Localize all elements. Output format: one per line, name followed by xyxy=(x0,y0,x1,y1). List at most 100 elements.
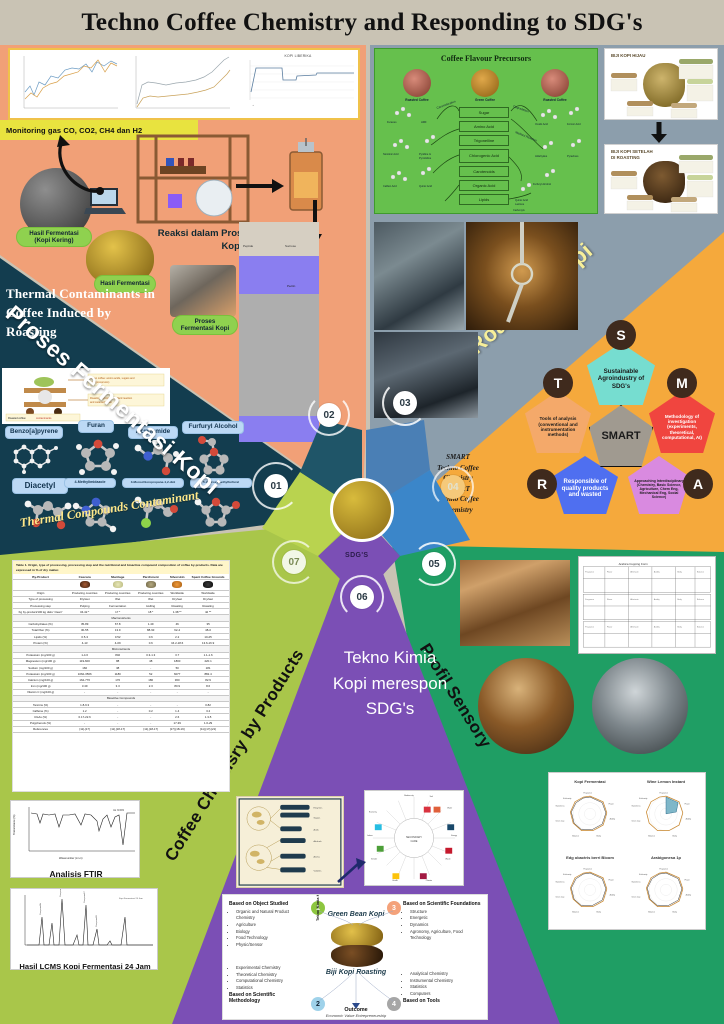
quadrant-4-items: Analytical ChemistryInstrumental Chemist… xyxy=(403,971,485,998)
table-cell: Roasting xyxy=(167,602,188,610)
sample-spent-grounds xyxy=(187,579,229,591)
gas-chart-3: KOPI LIBERIKA 1 xyxy=(236,52,358,118)
svg-text:Uniformity: Uniformity xyxy=(639,797,647,800)
svg-text:Aftertaste: Aftertaste xyxy=(630,598,638,601)
lcms-card: Compound A Compound B Compound C Compoun… xyxy=(10,888,158,970)
compound-chip-benzoapyrene-label: Benzo[a]pyrene xyxy=(10,428,58,436)
compound-chip-furfuryl-alcohol: Furfuryl Alcohol xyxy=(182,421,244,434)
table-cell: 3.7 xyxy=(167,652,188,659)
table-cell: 840 xyxy=(101,652,135,659)
table-cell: [11]-[17] xyxy=(68,726,102,733)
badge-04[interactable]: 04 xyxy=(441,475,465,499)
badge-02[interactable]: 02 xyxy=(317,403,341,427)
svg-text:Fragrance: Fragrance xyxy=(583,868,591,870)
gas-chart-1-plot xyxy=(23,56,118,109)
table-row-label: Magnesium (mg/100 g) xyxy=(13,658,69,665)
svg-text:Quinic Acid: Quinic Acid xyxy=(419,184,433,188)
svg-text:Compound D: Compound D xyxy=(96,915,98,927)
table-row-label: Lipids (%) xyxy=(13,633,69,641)
svg-text:Enzymes: Enzymes xyxy=(313,808,322,810)
molecule-furan xyxy=(76,439,119,475)
pill-fermentation-process: Proses Fermentasi Kopi xyxy=(172,315,238,335)
table-row-label: Tannins (%) xyxy=(13,701,69,709)
table-cell: 6077 xyxy=(167,670,188,678)
badge-05[interactable]: 05 xyxy=(422,552,446,576)
table-cell: 62-4 xyxy=(167,627,188,634)
badge-06[interactable]: 06 xyxy=(350,585,374,609)
svg-text:Nicotinic Acid: Nicotinic Acid xyxy=(383,152,399,156)
ftir-chart: Transmitance (%) Wavenumber (cm-1) AE NO… xyxy=(11,801,139,863)
svg-text:Flavor: Flavor xyxy=(607,627,613,629)
table-cell: - xyxy=(134,720,168,727)
svg-text:Furanes: Furanes xyxy=(387,120,397,124)
quadrant-3: Based on Scientific Foundations Structur… xyxy=(403,901,485,942)
svg-text:Flavor: Flavor xyxy=(607,572,613,574)
pathway-box-sugar: Sugar xyxy=(459,107,509,118)
svg-text:Economy: Economy xyxy=(369,812,377,814)
svg-text:Balance: Balance xyxy=(648,835,655,837)
table-row-label: Sodium (mg/100 g) xyxy=(13,664,69,672)
svg-text:Kopi Fermentasi 24 Jam: Kopi Fermentasi 24 Jam xyxy=(119,897,143,900)
table-cell: 67.8 xyxy=(101,621,135,628)
table-cell: 4-09 xyxy=(101,639,135,647)
sample-silverskin xyxy=(167,579,188,591)
fermentation-charts-panel: KOPI LIBERIKA 1 xyxy=(8,48,360,120)
arc-06 xyxy=(340,575,384,619)
badge-01-label: 01 xyxy=(270,480,282,492)
badge-03[interactable]: 03 xyxy=(393,391,417,415)
center-headline-line-3: SDG's xyxy=(365,699,415,718)
pathway-label-0: Peptide xyxy=(243,244,254,248)
svg-text:Body: Body xyxy=(677,627,681,629)
table-cell: Wet xyxy=(101,596,135,604)
gas-chart-2-plot xyxy=(135,56,231,109)
table-cell: 8.6 xyxy=(187,682,229,690)
flavour-precursors-panel: Coffee Flavour Precursors Roasted Coffee… xyxy=(374,48,598,214)
badge-01[interactable]: 01 xyxy=(264,474,288,498)
table-cell: Worldwide xyxy=(167,590,188,597)
svg-text:Acidity: Acidity xyxy=(610,893,616,896)
compound-chip-diacetyl-label: Diacetyl xyxy=(24,481,56,490)
table-sample-images-row xyxy=(13,579,229,591)
badge-06-label: 06 xyxy=(356,591,368,603)
table-cell: Dry/wet xyxy=(167,596,188,604)
pathway-box-amino-acid: Amino Acid xyxy=(459,121,509,132)
table-row-label: Micronutrients xyxy=(13,645,229,653)
table-cell: 35-89 xyxy=(68,621,102,628)
table-cell: 181 xyxy=(187,664,229,672)
svg-text:Carbonyls: Carbonyls xyxy=(513,208,525,212)
table-row-label: CGAs (%) xyxy=(13,713,69,721)
table-cell: 1180 xyxy=(101,670,135,678)
fermentation-reaction-heading: Reaksi dalam Proses Fermentasi Kopi xyxy=(157,228,307,252)
table-row-label: Kg by-product/100 kg dwts "clean" xyxy=(13,608,69,616)
table-row: References[11]-[17][11],[18-17][11],[18-… xyxy=(13,726,229,733)
badge-07[interactable]: 07 xyxy=(282,550,306,574)
table-cell: 30-55 xyxy=(68,627,102,634)
table-cell: 48 xyxy=(134,658,168,665)
arc-04 xyxy=(432,466,474,508)
molecule-benzoapyrene xyxy=(13,444,58,474)
svg-text:Pyrazines: Pyrazines xyxy=(567,154,579,158)
table-row-label: Carbohydrates (%) xyxy=(13,621,69,628)
page-title: Techno Coffee Chemistry and Responding t… xyxy=(81,9,643,36)
table-cell: 1062-3566 xyxy=(68,670,102,678)
table-cell: 0.6 xyxy=(134,633,168,641)
table-row: Macronutrients xyxy=(13,614,229,622)
center-headline-line-1: Tekno Kimia xyxy=(343,648,437,667)
table-row-label: Processing step xyxy=(13,602,69,610)
table-row-label: Protein (%) xyxy=(13,639,69,647)
badge-05-label: 05 xyxy=(428,558,440,570)
pill-fermentation-result: Hasil Fermentasi xyxy=(94,275,156,293)
svg-text:Sweetness: Sweetness xyxy=(555,804,564,807)
